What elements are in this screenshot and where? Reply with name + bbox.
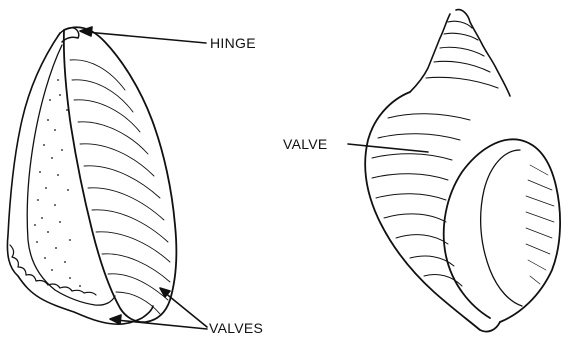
oyster-hinge [58,28,79,42]
valves-leader-upper [164,292,207,327]
whelk-body [365,92,500,332]
whelk-spire-left [410,14,450,92]
valve-label: VALVE [283,136,328,152]
whelk-aperture [444,139,560,322]
whelk-whorls [426,21,498,88]
oyster-illustration [7,27,176,324]
hinge-label: HINGE [210,35,256,51]
valve-leader [348,144,428,152]
whelk-ribs [372,114,470,286]
whelk-inner-aperture [481,150,522,306]
valves-arrowhead-lower [110,315,121,324]
valves-label: VALVES [209,320,263,336]
oyster-stipple [34,79,81,287]
whelk-aperture-lines [526,165,554,284]
oyster-upper-valve [64,27,177,322]
oyster-growth-lines [70,60,170,314]
whelk-illustration [365,10,560,332]
valves-leader-lower [116,320,207,329]
